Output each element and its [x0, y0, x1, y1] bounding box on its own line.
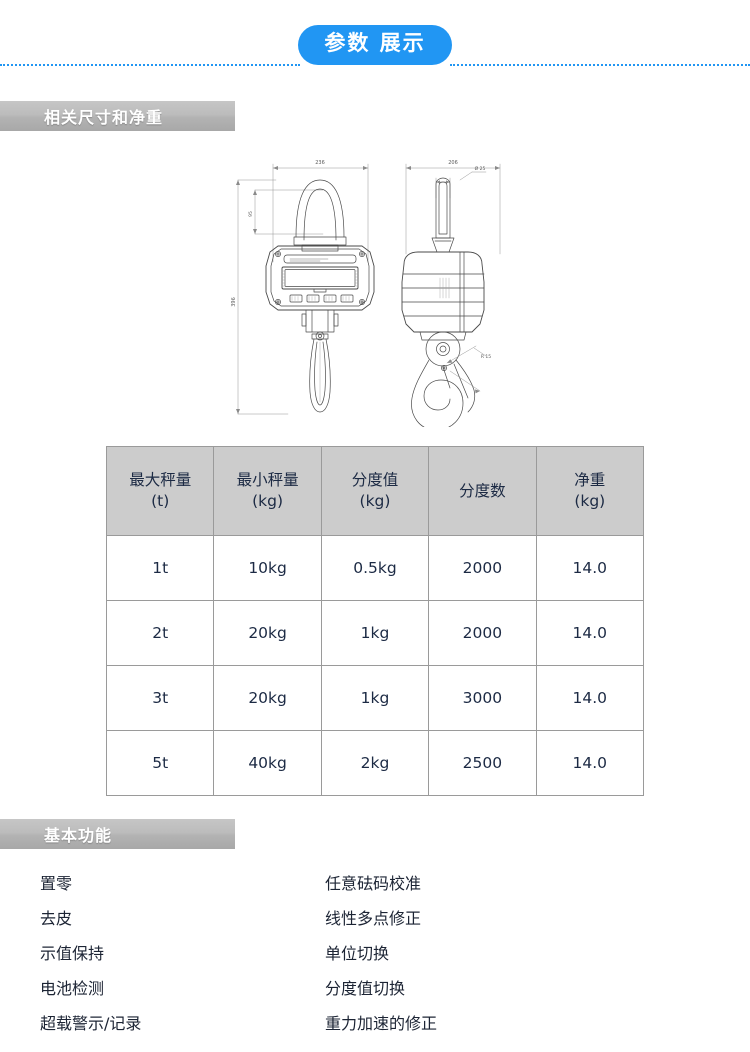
table-header-division-value: 分度值 (kg) [320, 446, 430, 536]
page-title-badge: 参数 展示 [298, 25, 452, 65]
header-name: 净重 [574, 471, 606, 490]
cell-net-weight: 14.0 [535, 665, 645, 731]
section-header-functions: 基本功能 [0, 819, 235, 849]
cell-division-value: 0.5kg [320, 535, 430, 601]
cell-max-capacity: 1t [105, 535, 215, 601]
svg-text:R 15: R 15 [481, 354, 491, 360]
cell-division-value: 1kg [320, 665, 430, 731]
svg-text:396: 396 [231, 297, 237, 307]
front-view-group: 236 396 95 [231, 160, 375, 415]
function-column-right: 任意砝码校准 线性多点修正 单位切换 分度值切换 重力加速的修正 [325, 866, 437, 1041]
cell-max-capacity: 2t [105, 600, 215, 666]
cell-min-capacity: 10kg [213, 535, 322, 601]
banner-dotted-rule-left [0, 64, 300, 66]
header-name: 最大秤量 [129, 471, 192, 490]
function-item: 超载警示/记录 [40, 1013, 142, 1033]
table-row: 1t 10kg 0.5kg 2000 14.0 [105, 535, 645, 601]
function-item: 单位切换 [325, 943, 390, 963]
header-unit: (kg) [252, 492, 284, 510]
table-header-net-weight: 净重 (kg) [535, 446, 645, 536]
svg-text:95: 95 [248, 211, 254, 217]
table-header-row: 最大秤量 (t) 最小秤量 (kg) 分度值 (kg) 分度数 净重 (kg) [105, 446, 645, 536]
cell-min-capacity: 20kg [213, 665, 322, 731]
side-view-group: 206 Ø 25 [401, 160, 501, 427]
cell-max-capacity: 3t [105, 665, 215, 731]
cell-net-weight: 14.0 [535, 600, 645, 666]
cell-divisions: 2000 [428, 535, 537, 601]
cell-min-capacity: 40kg [213, 730, 322, 796]
cell-divisions: 3000 [428, 665, 537, 731]
section-header-dimensions: 相关尺寸和净重 [0, 101, 235, 131]
cell-division-value: 1kg [320, 600, 430, 666]
section-title-dimensions: 相关尺寸和净重 [44, 108, 164, 127]
table-row: 2t 20kg 1kg 2000 14.0 [105, 600, 645, 666]
page-banner: 参数 展示 [0, 20, 750, 70]
cell-net-weight: 14.0 [535, 535, 645, 601]
table-row: 5t 40kg 2kg 2500 14.0 [105, 730, 645, 796]
header-name: 分度值 [351, 471, 399, 490]
function-item: 示值保持 [40, 943, 105, 963]
cell-net-weight: 14.0 [535, 730, 645, 796]
function-item: 任意砝码校准 [325, 873, 422, 893]
cell-max-capacity: 5t [105, 730, 215, 796]
table-header-divisions: 分度数 [428, 446, 537, 536]
function-item: 分度值切换 [325, 978, 406, 998]
technical-drawing: 236 396 95 [228, 142, 528, 427]
header-unit: (kg) [574, 492, 606, 510]
function-item: 重力加速的修正 [325, 1013, 438, 1033]
table-header-min-capacity: 最小秤量 (kg) [213, 446, 322, 536]
cell-divisions: 2500 [428, 730, 537, 796]
svg-text:206: 206 [448, 160, 458, 166]
header-name: 分度数 [459, 481, 506, 500]
function-item: 电池检测 [40, 978, 105, 998]
svg-text:Ø 25: Ø 25 [475, 165, 486, 172]
svg-text:236: 236 [315, 160, 325, 166]
table-header-max-capacity: 最大秤量 (t) [105, 446, 215, 536]
header-unit: (t) [151, 492, 170, 510]
section-title-functions: 基本功能 [44, 826, 113, 845]
cell-min-capacity: 20kg [213, 600, 322, 666]
header-name: 最小秤量 [236, 471, 299, 490]
cell-division-value: 2kg [320, 730, 430, 796]
function-column-left: 置零 去皮 示值保持 电池检测 超载警示/记录 [40, 866, 141, 1041]
function-item: 线性多点修正 [325, 908, 422, 928]
function-item: 去皮 [40, 908, 73, 928]
table-row: 3t 20kg 1kg 3000 14.0 [105, 665, 645, 731]
cell-divisions: 2000 [428, 600, 537, 666]
keypad-buttons [289, 294, 354, 303]
function-item: 置零 [40, 873, 73, 893]
banner-dotted-rule-right [450, 64, 750, 66]
specification-table: 最大秤量 (t) 最小秤量 (kg) 分度值 (kg) 分度数 净重 (kg) … [105, 446, 645, 796]
header-unit: (kg) [359, 492, 391, 510]
